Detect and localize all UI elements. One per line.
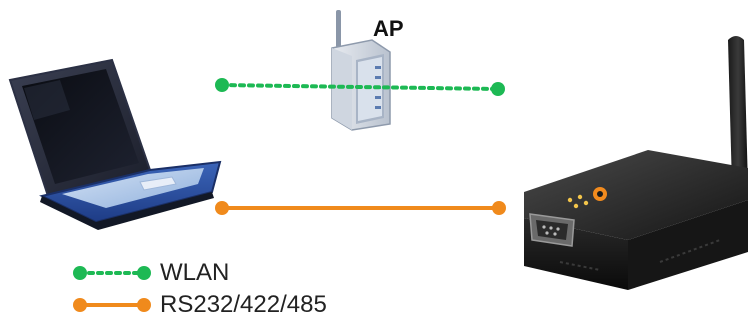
serial-endpoint-right <box>492 201 506 215</box>
legend-label-serial: RS232/422/485 <box>160 291 327 318</box>
legend-label-wlan: WLAN <box>160 259 230 286</box>
legend: WLAN RS232/422/485 <box>72 258 392 324</box>
wlan-endpoint-left <box>215 78 229 92</box>
serial-legend-swatch <box>73 298 151 312</box>
serial-endpoint-left <box>215 201 229 215</box>
wlan-legend-swatch <box>73 266 151 280</box>
ap-label: AP <box>373 16 404 41</box>
legend-item-serial: RS232/422/485 <box>72 290 392 320</box>
wlan-connection-line <box>220 83 500 91</box>
legend-item-wlan: WLAN <box>72 258 392 288</box>
wlan-endpoint-right <box>491 82 505 96</box>
